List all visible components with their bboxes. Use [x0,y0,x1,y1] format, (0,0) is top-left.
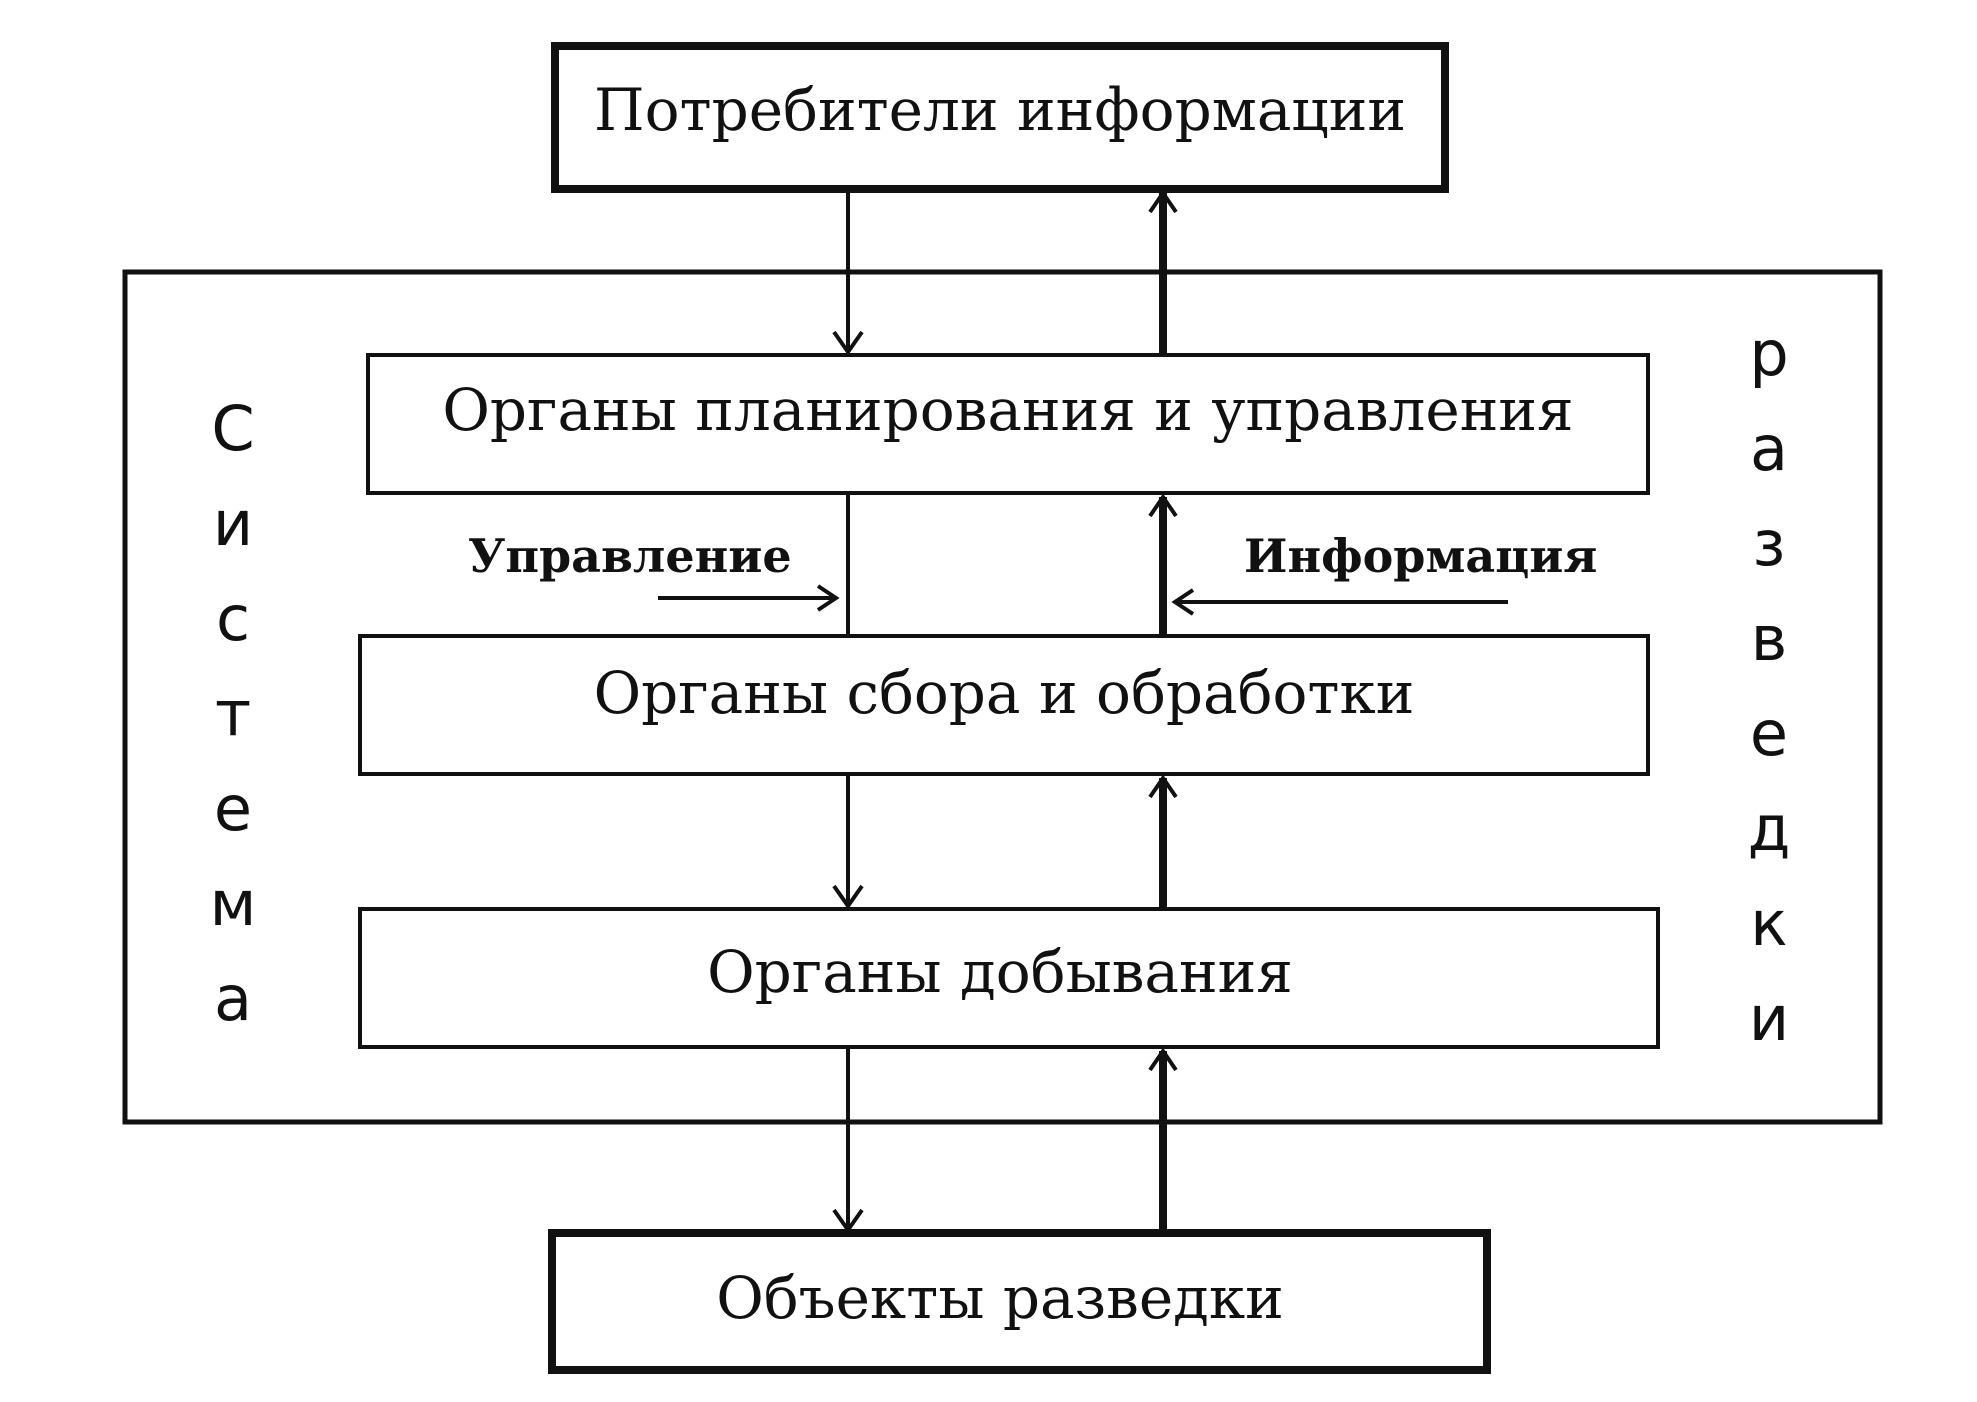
intelligence-letter: д [1748,792,1791,865]
intelligence-letter: з [1753,507,1786,580]
objects-label: Объекты разведки [716,1264,1284,1332]
intelligence-vertical-text: р а з в е д к и [1748,317,1791,1055]
information-flow-lines [1148,189,1178,1233]
system-letter: м [210,867,257,940]
acquisition-box: Органы добывания [358,907,1660,1049]
objects-to-acquisition-arrowhead [1148,1047,1178,1072]
system-vertical-text: С и с т е м а [210,392,257,1035]
system-letter: а [214,962,252,1035]
objects-box: Объекты разведки [548,1229,1491,1374]
system-letter: е [214,772,252,845]
intelligence-letter: е [1750,697,1788,770]
system-letter: и [213,487,253,560]
intelligence-letter: а [1750,412,1788,485]
intelligence-letter: к [1750,887,1787,960]
intelligence-letter: и [1749,982,1789,1055]
intelligence-letter: в [1751,602,1788,675]
planning-label: Органы планирования и управления [442,376,1573,444]
information-arrowhead [1171,588,1195,616]
information-annotation: Информация [1171,529,1597,616]
collection-box: Органы сбора и обработки [358,634,1650,776]
control-annotation: Управление [468,529,840,612]
acquisition-to-collection-arrowhead [1148,774,1178,799]
collection-to-acquisition-arrowhead [832,884,864,910]
system-letter: т [215,677,251,750]
acquisition-label: Органы добывания [707,938,1293,1006]
consumers-to-planning-arrowhead [832,330,864,356]
intelligence-letter: р [1749,317,1788,390]
planning-to-consumers-arrowhead [1148,189,1178,214]
information-label: Информация [1244,529,1597,583]
planning-box: Органы планирования и управления [366,353,1650,495]
system-letter: с [216,582,250,655]
consumers-box: Потребители информации [551,42,1449,193]
control-label: Управление [468,529,792,583]
consumers-label: Потребители информации [594,76,1406,144]
control-arrowhead [816,584,840,612]
system-letter: С [211,392,254,465]
collection-label: Органы сбора и обработки [594,659,1415,727]
control-flow-lines [832,189,864,1234]
system-frame [122,269,1883,1125]
acquisition-to-objects-arrowhead [832,1208,864,1234]
collection-to-planning-arrowhead [1148,493,1178,518]
